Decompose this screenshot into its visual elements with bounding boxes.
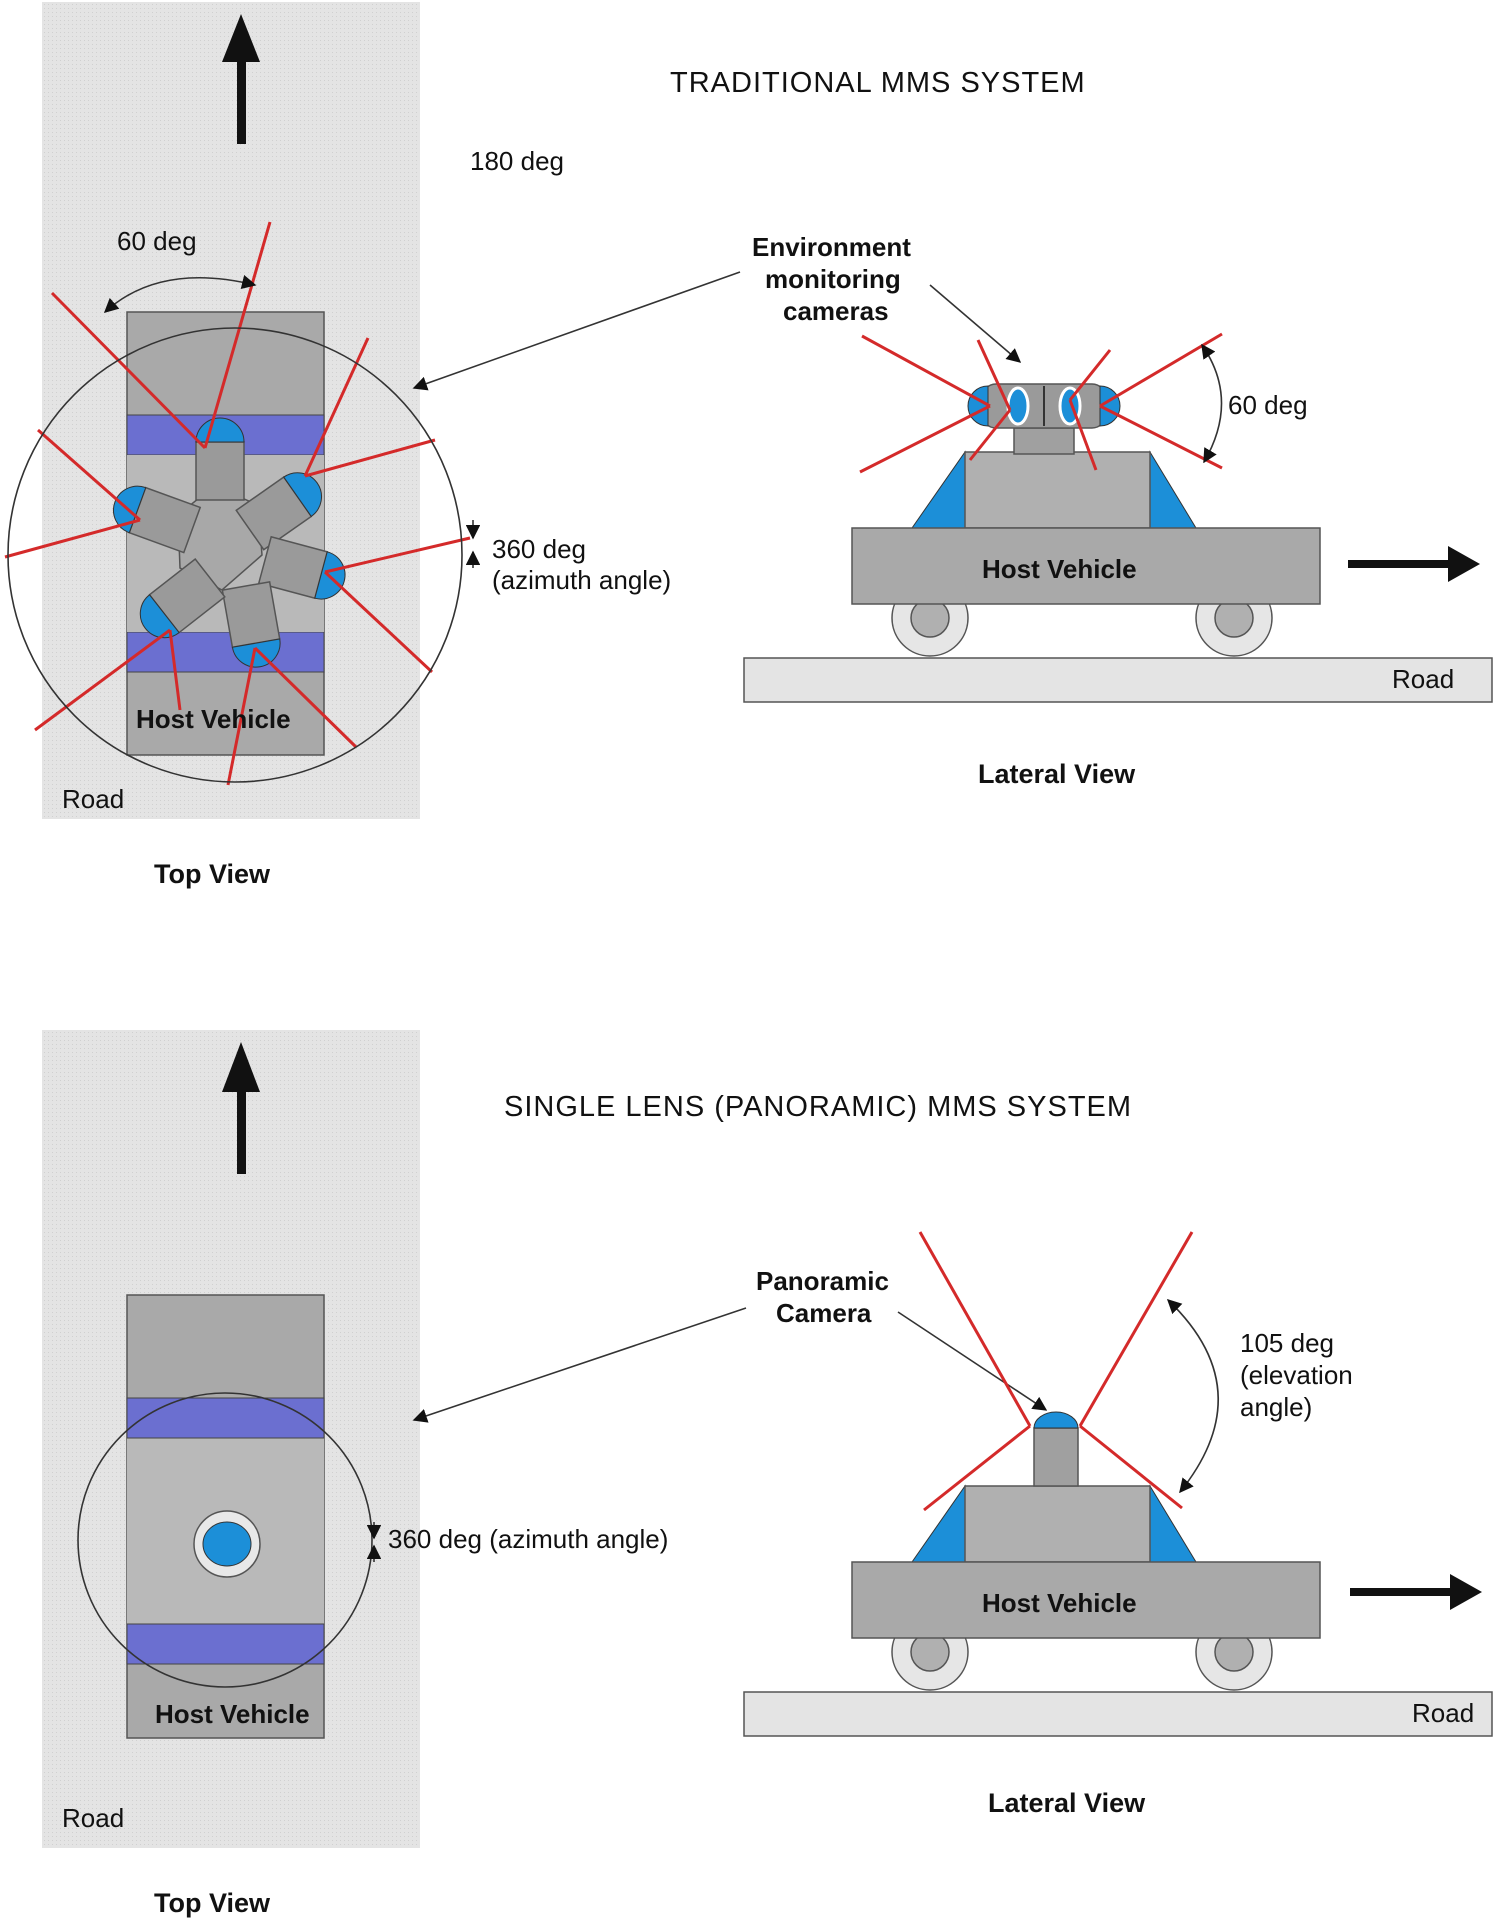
angle-60-label: 60 deg	[1228, 390, 1308, 420]
angle-60-arc	[103, 274, 257, 313]
elevation-label-line1: 105 deg	[1240, 1328, 1334, 1358]
camera-label-line1: Panoramic	[756, 1266, 889, 1296]
camera-label-arrow	[897, 1311, 1048, 1411]
camera-fov-lines	[4, 221, 471, 786]
camera-mount	[1013, 427, 1075, 455]
cameras-pointer-arrow	[412, 271, 741, 391]
panoramic-lateral-view: Panoramic Camera 105 deg (elevation angl…	[743, 1231, 1493, 1818]
panoramic-pointer-arrow	[412, 1307, 747, 1423]
vehicle-cabin	[964, 1485, 1151, 1563]
direction-arrow-icon	[1348, 546, 1480, 582]
direction-arrow-icon	[222, 1042, 260, 1174]
angle-180-label: 180 deg	[470, 146, 564, 176]
azimuth-label-line1: 360 deg	[492, 534, 586, 564]
azimuth-circle	[77, 1392, 373, 1688]
rear-window	[1149, 450, 1197, 529]
road-label: Road	[1412, 1698, 1474, 1728]
top-view-caption: Top View	[154, 859, 271, 889]
angle-60-arc	[1201, 343, 1223, 464]
traditional-lateral-view: Environment monitoring cameras	[743, 232, 1493, 789]
vehicle-body	[851, 1561, 1321, 1639]
camera-arm	[235, 472, 322, 551]
host-vehicle-label: Host Vehicle	[982, 1588, 1137, 1618]
elevation-label-line3: angle)	[1240, 1392, 1312, 1422]
top-view-caption: Top View	[154, 1888, 271, 1918]
host-vehicle-label: Host Vehicle	[136, 704, 291, 734]
vehicle-cabin	[964, 451, 1151, 529]
direction-arrow-icon	[1350, 1574, 1482, 1610]
road-label: Road	[62, 1803, 124, 1833]
azimuth-label: 360 deg (azimuth angle)	[388, 1524, 668, 1554]
cameras-label-line3: cameras	[783, 296, 889, 326]
angle-60-label: 60 deg	[117, 226, 197, 256]
rear-window	[1149, 1484, 1197, 1563]
lateral-view-caption: Lateral View	[978, 759, 1136, 789]
camera-arm	[195, 417, 245, 501]
azimuth-label-line2: (azimuth angle)	[492, 565, 671, 595]
azimuth-circle	[7, 327, 463, 783]
panoramic-title: SINGLE LENS (PANORAMIC) MMS SYSTEM	[504, 1091, 1132, 1123]
cameras-label-line1: Environment	[752, 232, 911, 262]
panoramic-camera-body	[1033, 1427, 1079, 1487]
camera-lens-center-left	[1006, 386, 1030, 426]
cameras-label-line2: monitoring	[765, 264, 901, 294]
camera-label-line2: Camera	[776, 1298, 872, 1328]
road-surface	[743, 1691, 1493, 1737]
direction-arrow-icon	[222, 14, 260, 144]
road-surface	[743, 657, 1493, 703]
elevation-arc	[1166, 1299, 1219, 1494]
traditional-top-view: 180 deg 60 deg 360 deg (azimuth angle) H…	[4, 2, 671, 889]
window-band-front	[126, 1397, 325, 1439]
panoramic-lens	[202, 1521, 252, 1567]
cameras-label-arrow	[929, 284, 1022, 363]
road-label: Road	[1392, 664, 1454, 694]
host-vehicle-label: Host Vehicle	[982, 554, 1137, 584]
window-band-rear	[126, 1623, 325, 1665]
vehicle-body	[851, 527, 1321, 605]
panoramic-top-view: 360 deg (azimuth angle) Host Vehicle Roa…	[42, 1030, 668, 1918]
panoramic-lens	[1033, 1411, 1079, 1429]
road-label: Road	[62, 784, 124, 814]
elevation-label-line2: (elevation	[1240, 1360, 1353, 1390]
host-vehicle-label: Host Vehicle	[155, 1699, 310, 1729]
camera-lens-left	[967, 385, 989, 427]
camera-fov-lines	[918, 1231, 1194, 1512]
windshield	[911, 450, 966, 529]
traditional-title: TRADITIONAL MMS SYSTEM	[670, 67, 1086, 99]
camera-arm	[139, 558, 226, 639]
lateral-view-caption: Lateral View	[988, 1788, 1146, 1818]
window-band-rear	[126, 631, 325, 673]
